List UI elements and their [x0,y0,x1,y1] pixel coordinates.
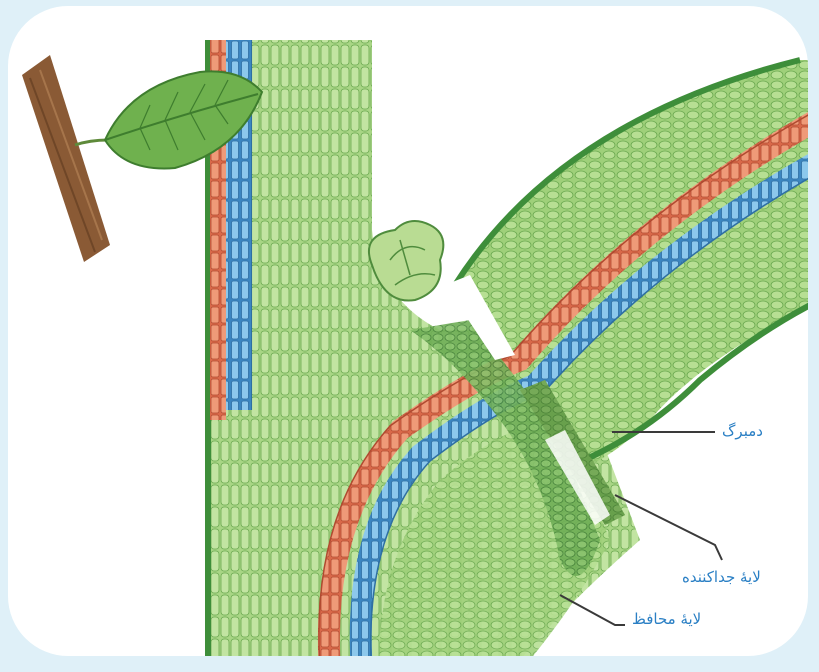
label-protective-layer: لایهٔ محافظ [632,610,701,628]
label-separation-layer: لایهٔ جداکننده [682,568,761,586]
label-petiole: دمبرگ [722,422,763,440]
